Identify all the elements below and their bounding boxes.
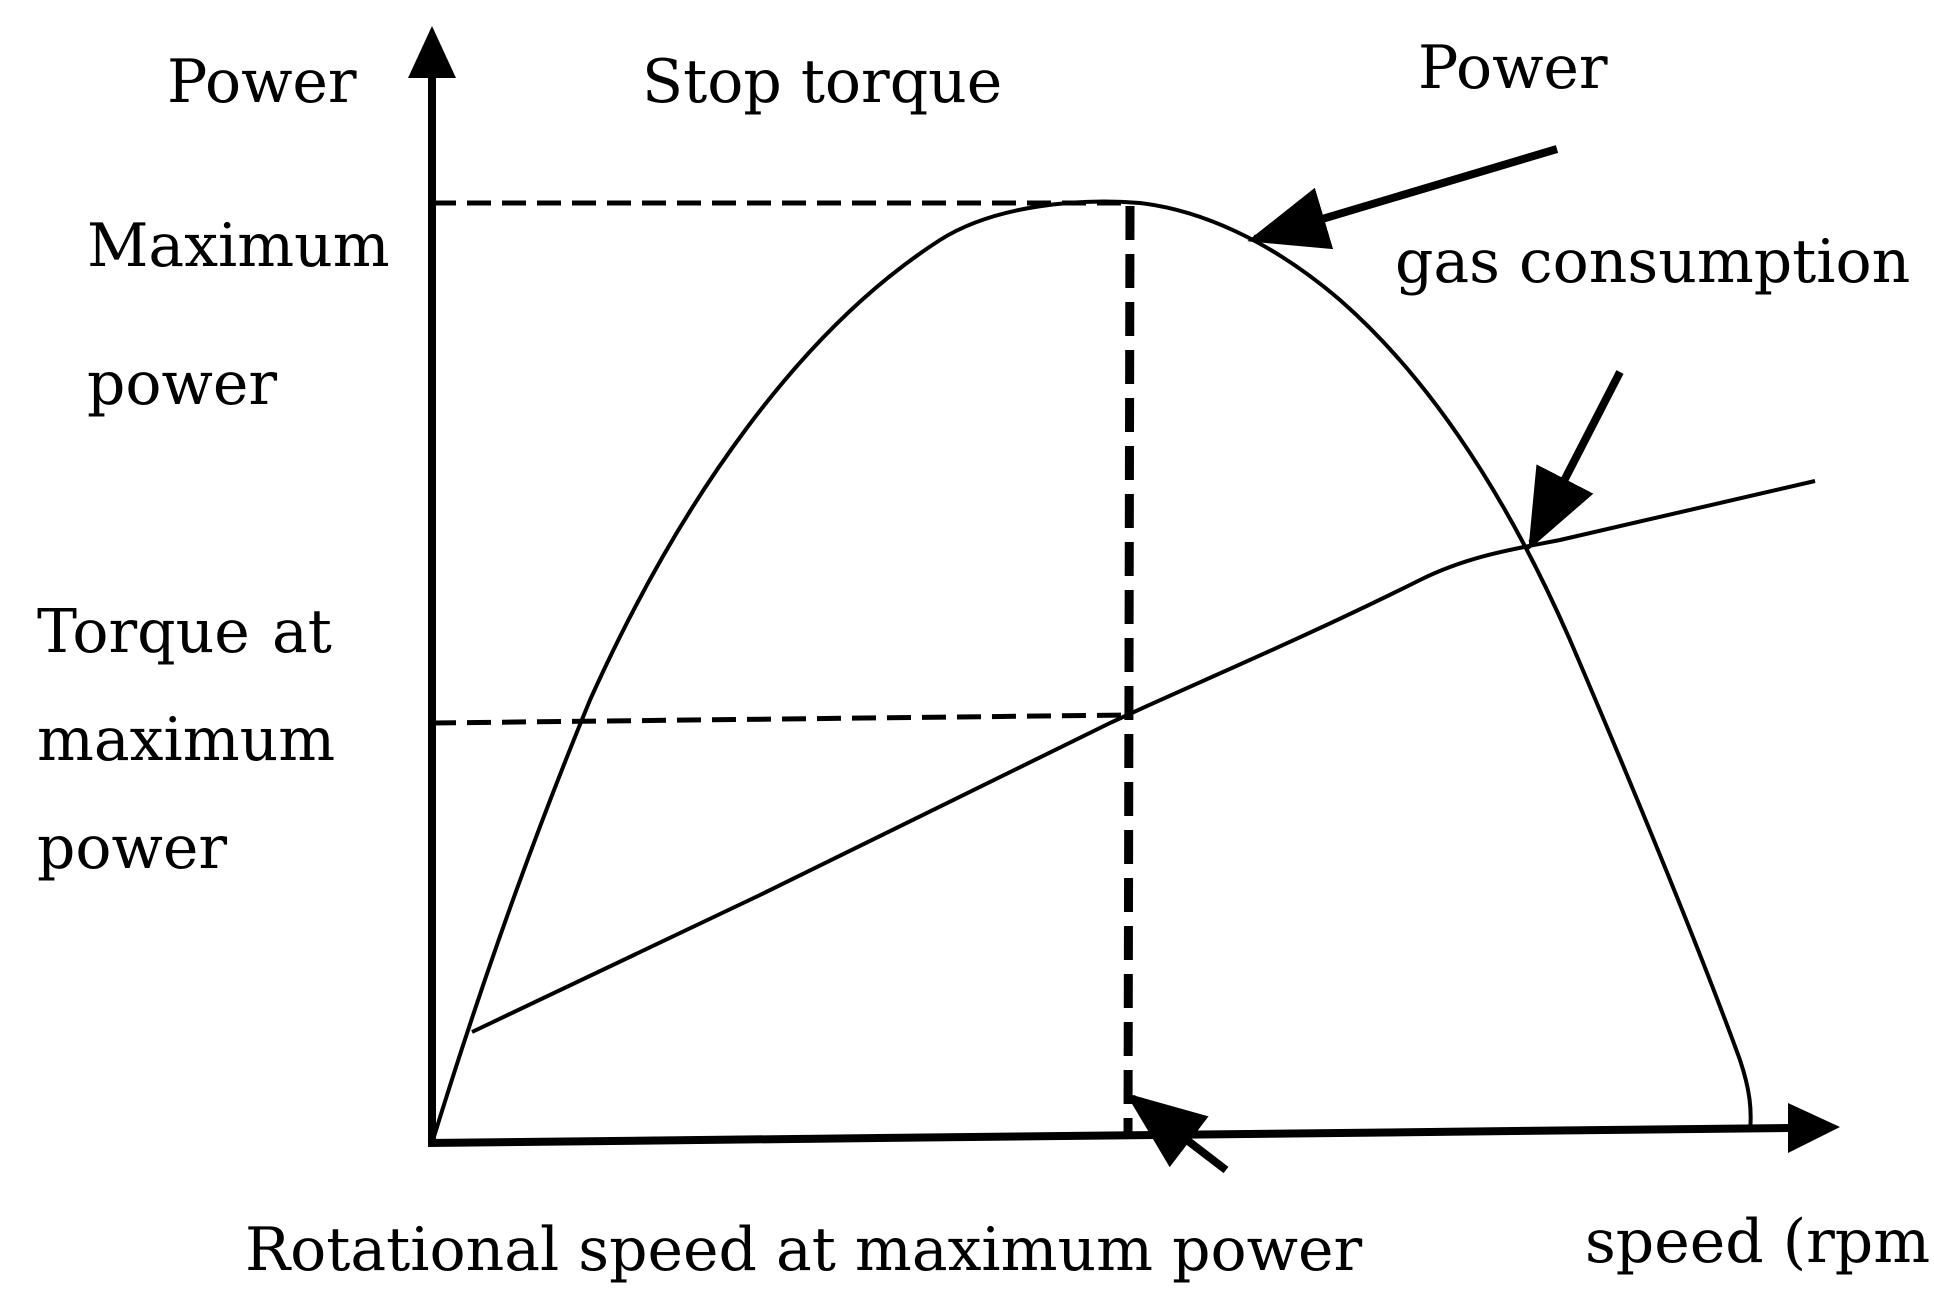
- gas-consumption-label: gas consumption: [1395, 227, 1911, 297]
- power-curve-label: Power: [1418, 33, 1608, 103]
- gas-consumption-pointer-arrow: [1528, 370, 1624, 551]
- torque-label-line2: at: [272, 597, 332, 667]
- x-axis: [427, 1124, 1791, 1147]
- rotational-speed-pointer-arrow: [1125, 1093, 1229, 1174]
- torque-label-line1: Torque: [37, 597, 250, 667]
- maximum-power-label-line2: power: [87, 349, 278, 419]
- stop-torque-label: Stop torque: [642, 47, 1003, 117]
- rotational-speed-label: Rotational speed at maximum power: [245, 1215, 1363, 1285]
- torque-dashed-horizontal: [431, 712, 1129, 726]
- maximum-power-label-line1: Maximum: [87, 211, 390, 281]
- y-axis-arrowhead: [408, 26, 456, 78]
- y-axis-title: Power: [167, 47, 357, 117]
- gas-consumption-line: [471, 479, 1816, 1034]
- max-power-dashed-vertical: [1123, 205, 1135, 1137]
- x-axis-arrowhead: [1788, 1103, 1840, 1153]
- x-axis-title: speed (rpm): [1585, 1207, 1934, 1277]
- torque-label-line4: power: [37, 813, 228, 883]
- power-curve: [430, 199, 1753, 1144]
- power-pointer-arrow: [1247, 145, 1559, 250]
- torque-label-line3: maximum: [37, 705, 336, 775]
